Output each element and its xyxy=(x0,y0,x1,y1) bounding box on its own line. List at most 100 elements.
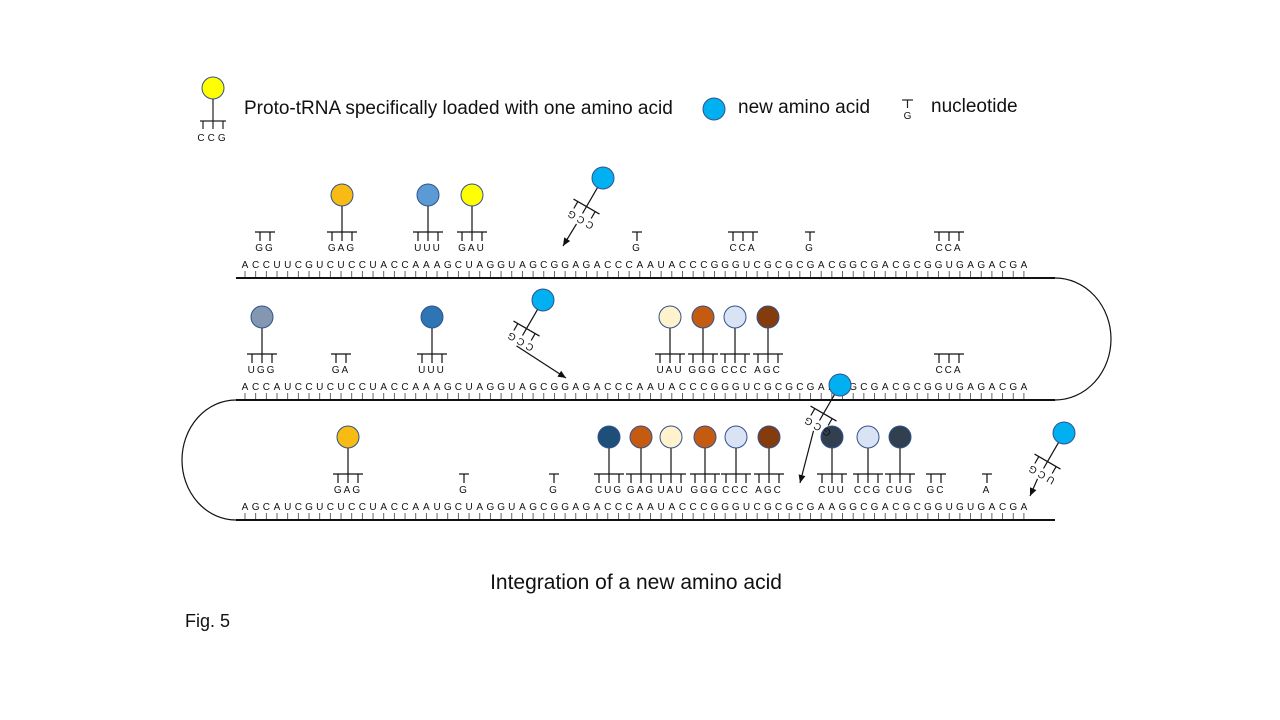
new-amino-acid xyxy=(828,373,852,397)
anticodon-label: GAG xyxy=(627,485,655,496)
nucleotide-letter: C xyxy=(348,260,355,271)
nucleotide-letter: C xyxy=(391,260,398,271)
nucleotide-letter: C xyxy=(679,260,686,271)
nucleotide-letter: G xyxy=(487,260,495,271)
nucleotide-letter: G xyxy=(711,502,719,513)
incoming-tooth xyxy=(818,413,825,421)
nucleotide-letter: C xyxy=(796,502,803,513)
anticodon-label: GC xyxy=(927,485,946,496)
nucleotide-letter: G xyxy=(529,382,537,393)
nucleotide-letter: A xyxy=(380,502,387,513)
amino-acid-orange_brown xyxy=(629,425,653,449)
anticodon-label: UUU xyxy=(418,365,446,376)
nucleotide-letter: C xyxy=(679,382,686,393)
nucleotide-letter: G xyxy=(956,260,964,271)
nucleotide-letter: G xyxy=(1009,502,1017,513)
anticodon-label: UAU xyxy=(656,365,683,376)
nucleotide-letter: G xyxy=(305,260,313,271)
bound-trna: G xyxy=(632,231,642,254)
nucleotide-letter: G xyxy=(732,502,740,513)
nucleotide-letter: G xyxy=(977,382,985,393)
nucleotide-letter: C xyxy=(263,382,270,393)
nucleotide-letter: G xyxy=(807,502,815,513)
bound-trna: UGG xyxy=(247,305,277,376)
bound-trna: G xyxy=(549,473,559,496)
bound-trna: G xyxy=(459,473,469,496)
legend-nucleotide-letter: G xyxy=(904,111,912,122)
nucleotide-letter: G xyxy=(583,502,591,513)
nucleotide-letter: A xyxy=(412,260,419,271)
incoming-trna: UCG xyxy=(1024,421,1076,497)
incoming-tooth xyxy=(810,408,816,416)
nucleotide-letter: G xyxy=(785,260,793,271)
nucleotide-letter: C xyxy=(690,260,697,271)
nucleotide-letter: A xyxy=(572,502,579,513)
nucleotide-letter: C xyxy=(359,382,366,393)
nucleotide-letter: U xyxy=(967,502,974,513)
nucleotide-letter: G xyxy=(785,382,793,393)
legend: CCG G xyxy=(197,76,913,144)
nucleotide-letter: C xyxy=(401,382,408,393)
nucleotide-letter: G xyxy=(903,260,911,271)
legend-nucleotide-label: nucleotide xyxy=(931,96,1018,117)
incoming-trna: CCG xyxy=(562,166,615,247)
anticodon-label: G xyxy=(549,485,559,496)
nucleotide-letter: C xyxy=(252,382,259,393)
nucleotide-letter: A xyxy=(572,260,579,271)
nucleotide-letter: G xyxy=(551,260,559,271)
nucleotide-letter: U xyxy=(316,382,323,393)
nucleotide-letter: G xyxy=(935,260,943,271)
nucleotide-letter: G xyxy=(849,382,857,393)
nucleotide-letter: A xyxy=(476,382,483,393)
new-amino-acid xyxy=(531,288,555,312)
incoming-stem xyxy=(822,394,836,414)
nucleotide-letter: G xyxy=(849,502,857,513)
nucleotide-letter: G xyxy=(721,260,729,271)
nucleotide-letter: G xyxy=(903,382,911,393)
anticodon-label: CCA xyxy=(729,243,756,254)
bound-trna: AGC xyxy=(754,425,784,496)
legend-trna-codon: CCG xyxy=(197,133,228,144)
incoming-tooth xyxy=(1042,461,1049,469)
nucleotide-letter: G xyxy=(839,260,847,271)
nucleotide-letter: U xyxy=(284,382,291,393)
bound-trna: GGG xyxy=(688,305,718,376)
nucleotide-letter: C xyxy=(914,382,921,393)
bound-trna: UUU xyxy=(413,183,443,254)
nucleotide-letter: C xyxy=(391,382,398,393)
bound-trna: CCA xyxy=(934,353,964,376)
nucleotide-letter: G xyxy=(1009,260,1017,271)
nucleotide-letter: C xyxy=(295,502,302,513)
nucleotide-letter: U xyxy=(465,260,472,271)
nucleotide-letter: C xyxy=(775,382,782,393)
nucleotide-letter: C xyxy=(295,260,302,271)
anticodon-label: AGC xyxy=(754,365,782,376)
nucleotide-letter: C xyxy=(295,382,302,393)
incoming-tooth xyxy=(581,206,588,214)
nucleotide-letter: G xyxy=(807,260,815,271)
nucleotide-letter: C xyxy=(455,260,462,271)
nucleotide-letter: A xyxy=(380,382,387,393)
nucleotide-letter: U xyxy=(743,260,750,271)
legend-nucleotide-symbol: G xyxy=(902,99,913,122)
amino-acid-dark_brown xyxy=(757,425,781,449)
nucleotide-letter: A xyxy=(519,260,526,271)
amino-acid-orange_brown xyxy=(691,305,715,329)
nucleotide-letter: C xyxy=(348,382,355,393)
bound-trna: UUU xyxy=(417,305,447,376)
anticodon-label: CUG xyxy=(595,485,623,496)
nucleotide-letter: G xyxy=(711,260,719,271)
anticodon-label: GGG xyxy=(688,365,717,376)
nucleotide-letter: C xyxy=(615,260,622,271)
incoming-tooth xyxy=(573,201,579,209)
nucleotide-letter: G xyxy=(561,260,569,271)
nucleotide-letter: U xyxy=(284,260,291,271)
nucleotide-letter: G xyxy=(561,502,569,513)
nucleotide-letter: G xyxy=(252,502,260,513)
nucleotide-letter: G xyxy=(924,382,932,393)
nucleotide-letter: C xyxy=(626,382,633,393)
nucleotide-letter: C xyxy=(860,260,867,271)
nucleotide-letter: G xyxy=(871,382,879,393)
